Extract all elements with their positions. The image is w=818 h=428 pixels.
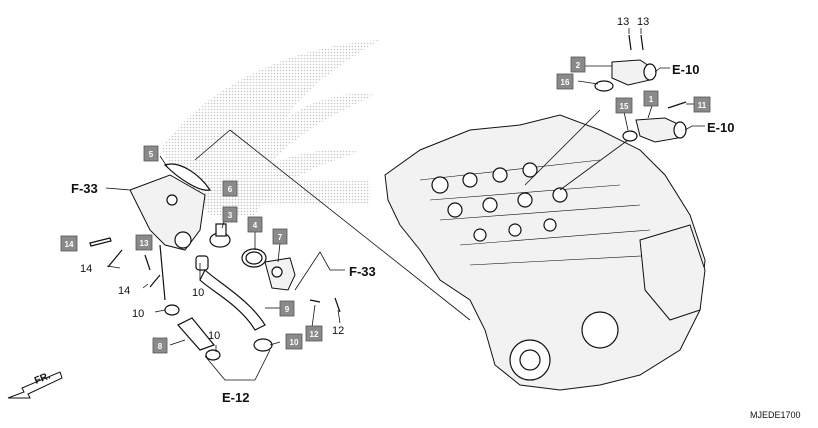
part-box-2: 2 (570, 56, 586, 73)
engine-block (384, 114, 706, 391)
section-e10-top: E-10 (672, 62, 699, 77)
svg-text:9: 9 (285, 305, 290, 314)
svg-text:4: 4 (253, 221, 258, 230)
hose-straight (177, 317, 216, 351)
part-box-4: 4 (247, 216, 263, 233)
svg-text:11: 11 (698, 101, 707, 110)
svg-text:8: 8 (158, 342, 163, 351)
part-box-8: 8 (152, 337, 168, 354)
part-box-1: 1 (643, 90, 659, 107)
svg-text:14: 14 (65, 240, 74, 249)
ref-14-b: 14 (118, 285, 130, 297)
lower-water-pipe (635, 117, 687, 143)
svg-text:3: 3 (228, 211, 233, 220)
part-box-5: 5 (143, 145, 159, 162)
thermostat-housing (129, 174, 206, 301)
hose-curved (199, 268, 266, 331)
svg-text:10: 10 (290, 338, 299, 347)
part-box-10: 10 (285, 333, 303, 350)
part-box-7: 7 (272, 228, 288, 245)
part-box-3: 3 (222, 206, 238, 223)
svg-text:2: 2 (576, 61, 581, 70)
svg-text:7: 7 (278, 233, 283, 242)
svg-text:12: 12 (310, 330, 319, 339)
ref-14-a: 14 (80, 263, 92, 275)
upper-water-pipe (611, 59, 657, 86)
ref-13-a: 13 (617, 16, 629, 28)
thermostat (209, 223, 231, 248)
front-direction-arrow: FR. (7, 370, 63, 399)
gasket (163, 163, 211, 191)
section-e10-mid: E-10 (707, 120, 734, 135)
part-box-11: 11 (693, 96, 711, 113)
part-box-12: 12 (305, 325, 323, 342)
section-f33-left: F-33 (71, 181, 98, 196)
part-box-6: 6 (222, 180, 238, 197)
part-box-9: 9 (279, 300, 295, 317)
ref-10-a: 10 (192, 287, 204, 299)
svg-text:1: 1 (649, 95, 654, 104)
wing-logo-watermark (160, 40, 380, 215)
ref-10-c: 10 (208, 330, 220, 342)
diagram-code: MJEDE1700 (750, 410, 801, 420)
svg-text:13: 13 (140, 239, 149, 248)
section-e12: E-12 (222, 390, 249, 405)
svg-text:16: 16 (561, 78, 570, 87)
part-box-15: 15 (615, 97, 633, 114)
ref-10-b: 10 (132, 308, 144, 320)
ref-12: 12 (332, 325, 344, 337)
section-f33-right: F-33 (349, 264, 376, 279)
part-box-13: 13 (135, 234, 153, 251)
ref-13-b: 13 (637, 16, 649, 28)
water-joint (264, 257, 296, 291)
part-box-16: 16 (556, 73, 574, 90)
svg-text:6: 6 (228, 185, 233, 194)
svg-text:5: 5 (149, 150, 154, 159)
svg-text:15: 15 (620, 102, 629, 111)
part-box-14: 14 (60, 235, 78, 252)
